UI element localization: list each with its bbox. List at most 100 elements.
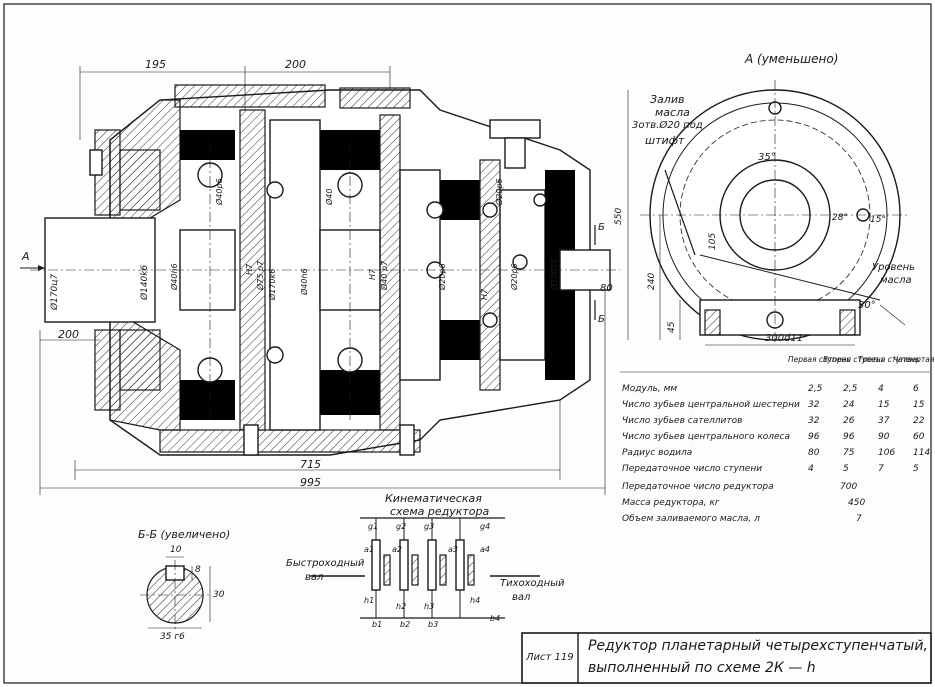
dim-shaft-140: Ø140k6 [140, 264, 150, 300]
table-cell: 7 [878, 464, 884, 474]
table-total-value: 7 [856, 514, 862, 524]
dim-g20-2: Ø20p6 [495, 178, 504, 205]
dim-240: 240 [647, 272, 657, 290]
label-fill-1: Залив [650, 93, 685, 106]
table-cell: 5 [913, 464, 919, 474]
dim-g40-5: Ø40 p7 [380, 260, 389, 290]
oil-plug [489, 119, 541, 139]
bottom-flange [159, 429, 421, 453]
kin-b1: b1 [372, 620, 383, 629]
kin-a4: a4 [480, 545, 490, 554]
dim-shaft-170: Ø170ц7 [50, 273, 60, 310]
dim-h7-1: H7 [245, 263, 254, 275]
table-total-label: Передаточное число редуктора [622, 482, 774, 492]
table-row-label: Модуль, мм [622, 384, 678, 394]
label-level-2: масла [880, 275, 912, 286]
dim-195: 195 [145, 58, 166, 71]
dim-45: 45 [667, 321, 677, 333]
table-cell: 5 [843, 464, 849, 474]
section-title: Б-Б (увеличено) [138, 528, 231, 541]
dim-200-top: 200 [285, 58, 306, 71]
table-total-value: 700 [840, 482, 858, 492]
label-b-top: Б [598, 222, 605, 233]
dim-h7-3: H7 [480, 288, 489, 300]
table-cell: 24 [843, 400, 855, 410]
table-total-label: Масса редуктора, кг [622, 498, 720, 508]
kin-b4: b4 [490, 614, 501, 623]
title-line-2: выполненный по схеме 2К — h [588, 660, 816, 676]
dim-g100: Ø100k6 [550, 258, 559, 290]
label-b-bottom: Б [598, 314, 605, 325]
dim-715: 715 [300, 458, 321, 471]
table-cell: 80 [808, 448, 820, 458]
dim-105: 105 [708, 232, 718, 250]
table-row-label: Число зубьев центральной шестерни [622, 400, 800, 410]
table-row-label: Число зубьев сателлитов [622, 416, 743, 426]
table-header-1: Первая ступень [788, 355, 851, 364]
dim-h7-2: H7 [368, 268, 377, 280]
fast-shaft-2: вал [305, 572, 324, 583]
dim-g75: Ø75 p7 [256, 260, 265, 290]
dim-200-left: 200 [58, 328, 79, 341]
kinematic-title-2: схема редуктора [390, 505, 490, 518]
table-cell: 75 [843, 448, 855, 458]
dim-g40-4: Ø40 [325, 188, 334, 205]
dim-28: 28° [832, 213, 848, 223]
table-header: Первая ступень Вторая ступень Третья сту… [788, 355, 935, 379]
table-cell: 32 [808, 416, 820, 426]
dim-g40-2: Ø40p6 [215, 178, 224, 205]
table-header-3: Третья ступень [858, 355, 920, 364]
table-cell: 90 [878, 432, 890, 442]
input-shaft [44, 217, 156, 323]
table-cell: 4 [808, 464, 814, 474]
table-row-label: Передаточное число ступени [622, 464, 763, 474]
view-a [627, 80, 910, 346]
kin-h3: h3 [424, 602, 435, 611]
sheet-border [3, 3, 932, 684]
kin-g1: g1 [368, 522, 379, 531]
kin-h2: h2 [396, 602, 407, 611]
dim-15: 15° [870, 215, 886, 225]
kin-a3: a3 [448, 545, 458, 554]
dim-30: 30 [213, 590, 225, 600]
table-cell: 6 [913, 384, 919, 394]
kinematic-scheme [310, 517, 540, 619]
dim-550: 550 [614, 207, 624, 225]
kin-b3: b3 [428, 620, 439, 629]
table-row-label: Число зубьев центрального колеса [622, 432, 791, 442]
label-hole: 3отв.Ø20 под [632, 120, 703, 131]
dim-g40-1: Ø40h6 [170, 263, 179, 290]
table-cell: 4 [878, 384, 884, 394]
table-header-2: Вторая ступень [823, 355, 886, 364]
dim-8: 8 [195, 565, 201, 575]
dim-35deg: 35° [758, 152, 776, 163]
table-total-label: Объем заливаемого масла, л [622, 514, 760, 524]
table-cell: 15 [913, 400, 925, 410]
table-header-4: Четвертая ступень [893, 355, 935, 364]
table-row-label: Радиус водила [622, 448, 693, 458]
dim-g40-3: Ø40h6 [300, 268, 309, 295]
dim-g20-3: Ø20p6 [510, 263, 519, 290]
kin-a2: a2 [392, 545, 402, 554]
table-cell: 32 [808, 400, 820, 410]
label-pin: штифт [645, 134, 685, 147]
dim-995: 995 [300, 476, 321, 489]
table-cell: 114 [913, 448, 931, 458]
table-cell: 26 [843, 416, 855, 426]
kin-a1: a1 [364, 545, 374, 554]
slow-shaft-2: вал [512, 592, 531, 603]
dim-80: 80 [600, 283, 613, 294]
label-level-1: Уровень [872, 262, 916, 273]
kin-h4: h4 [470, 596, 481, 605]
main-dimensions [20, 66, 606, 495]
dim-10: 10 [170, 545, 182, 555]
dim-shaft-170k6: Ø170k6 [268, 268, 277, 300]
kin-g3: g3 [424, 522, 435, 531]
top-flange-left [174, 84, 326, 108]
label-fill-2: масла [655, 106, 690, 119]
table-cell: 2,5 [808, 384, 823, 394]
slow-shaft-1: Тихоходный [500, 578, 565, 589]
sheet-label: Лист 119 [526, 652, 574, 663]
